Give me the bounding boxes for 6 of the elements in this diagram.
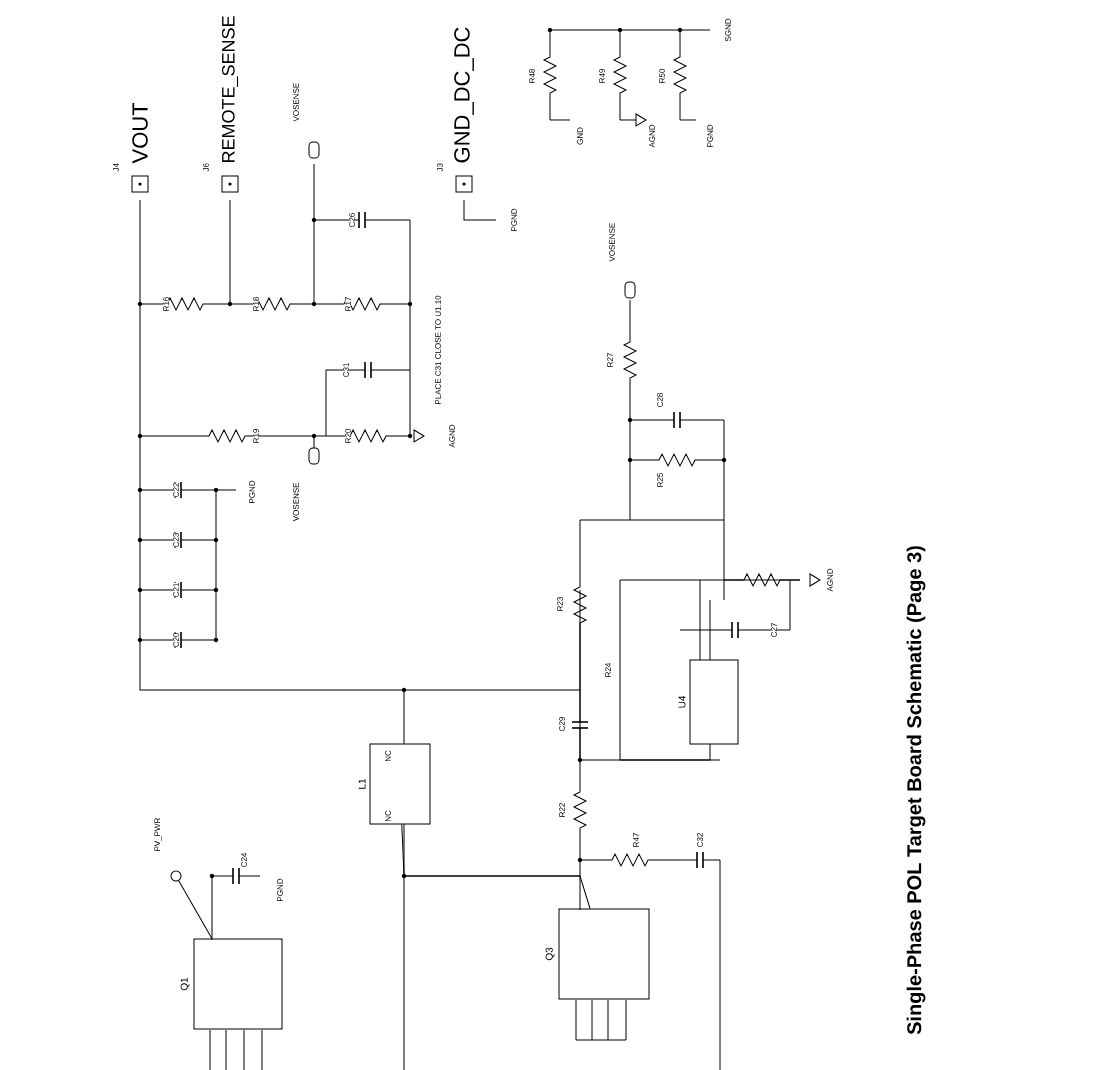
node-label: REMOTE_SENSE xyxy=(221,16,239,163)
wire xyxy=(178,880,213,939)
wire xyxy=(401,824,591,909)
node-label: GND_DC_DC xyxy=(454,27,474,163)
title: Single-Phase POL Target Board Schematic (Page 3) xyxy=(906,546,926,1035)
node-label: VOUT xyxy=(132,102,148,164)
